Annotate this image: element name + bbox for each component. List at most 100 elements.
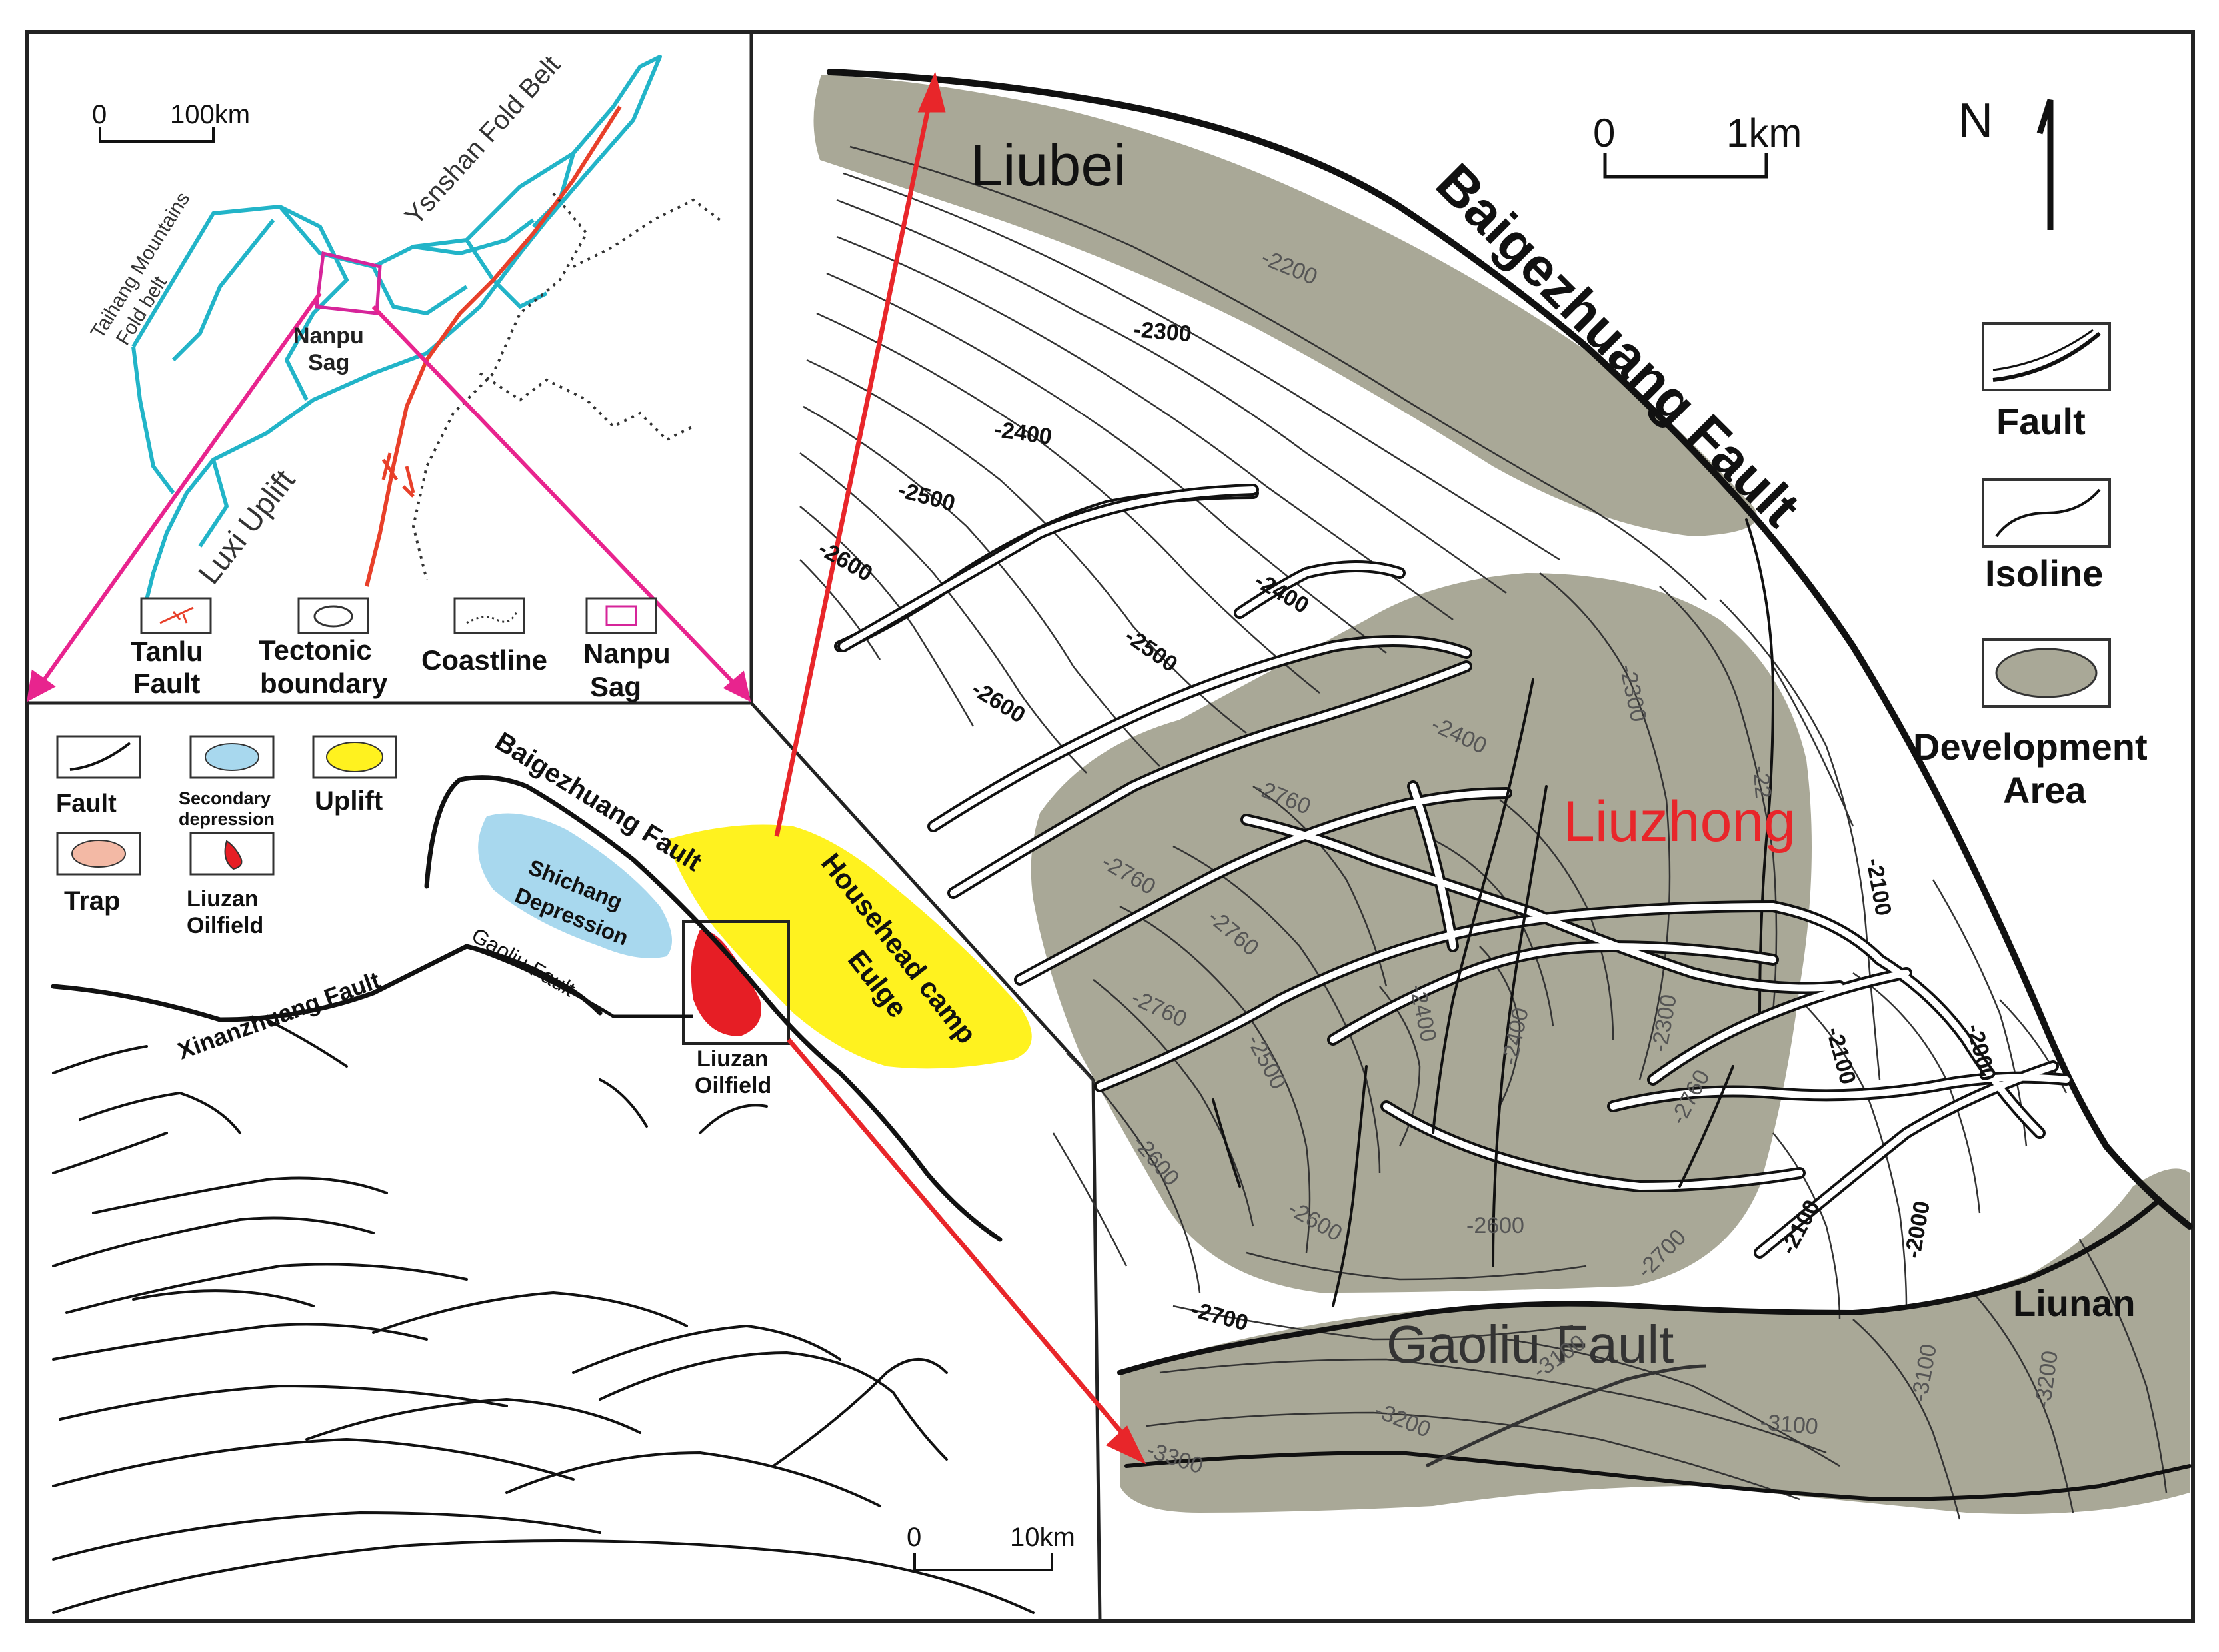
sag-scale-distance: 10km xyxy=(1010,1523,1075,1552)
legend-oilfield-icon xyxy=(224,840,243,870)
regional-inset: 0 100km xyxy=(27,50,751,702)
contour-label: -2000 xyxy=(1961,1021,2000,1084)
sag-scale-bar: 0 10km xyxy=(907,1523,1075,1571)
gaoliu-fault-inset-line xyxy=(466,944,693,1018)
contour-label: -2100 xyxy=(1861,856,1896,918)
sag-oilfield-label-line2: Oilfield xyxy=(695,1073,771,1098)
main-major-faults xyxy=(827,69,2193,1502)
legend-tectonic-symbol xyxy=(297,597,369,634)
contour-label: -22 xyxy=(1748,764,1776,799)
contour-label: -2700 xyxy=(1188,1297,1251,1336)
legend-coastline-symbol xyxy=(453,597,525,634)
legend-tectonic-line1: Tectonic xyxy=(259,634,372,666)
legend-sag-fault-label: Fault xyxy=(56,790,117,818)
nanpu-sag-outline xyxy=(315,251,382,315)
legend-uplift-label: Uplift xyxy=(315,786,383,816)
legend-nanpu-line2: Sag xyxy=(590,671,641,702)
main-pointer-arrows xyxy=(774,71,1146,1465)
liuzhong-label: Liuzhong xyxy=(1563,790,1796,854)
main-map: 0 1km N Fault Isoline Development Area L… xyxy=(774,69,2193,1520)
legend-tectonic-icon xyxy=(313,605,353,628)
regional-scale-zero: 0 xyxy=(92,100,107,129)
contour-label: -2500 xyxy=(895,477,958,516)
legend-secondary-icon xyxy=(205,743,259,771)
contour-label: -2600 xyxy=(967,676,1030,728)
legend-main-fault-icon xyxy=(1992,331,2101,382)
legend-sag-fault-symbol xyxy=(56,735,141,779)
main-scale-bar: 0 1km xyxy=(1593,111,1802,179)
regional-scale-distance: 100km xyxy=(170,100,250,129)
contour-label: -2300 xyxy=(1132,317,1192,347)
legend-sag-fault-icon xyxy=(69,742,131,771)
north-arrow-icon xyxy=(2036,99,2054,230)
legend-oilfield-line2: Oilfield xyxy=(187,913,263,938)
north-arrow: N xyxy=(1958,94,2054,230)
regional-legend: Tanlu Fault Tectonic boundary Coastline … xyxy=(131,597,671,702)
legend-nanpu-symbol xyxy=(585,597,657,634)
coastline xyxy=(411,192,721,580)
liubei-label: Liubei xyxy=(970,132,1126,198)
gaoliu-fault-label: Gaoliu Fault xyxy=(1386,1315,1674,1374)
liunan-label: Liunan xyxy=(2013,1282,2136,1324)
tanlu-fault-arrows xyxy=(381,452,415,498)
legend-isoline-label: Isoline xyxy=(1985,552,2103,594)
legend-trap-label: Trap xyxy=(64,886,120,916)
ysnshan-label: Ysnshan Fold Belt xyxy=(399,50,566,231)
legend-coastline-line1: Coastline xyxy=(421,644,547,676)
contour-label: -2100 xyxy=(1821,1024,1860,1087)
divider-sag-main xyxy=(750,702,1102,1622)
legend-tanlu-icon xyxy=(159,606,194,624)
main-scale-zero: 0 xyxy=(1593,111,1615,155)
gaoliu-fault-trace xyxy=(1117,1197,2162,1375)
liuzan-oilfield-box xyxy=(682,920,790,1045)
liubei-development-area xyxy=(813,75,1757,536)
sag-minor-faults xyxy=(52,1018,1035,1614)
main-legend: Fault Isoline Development Area xyxy=(1913,322,2148,811)
liunan-development-area xyxy=(1120,1168,2190,1514)
legend-uplift-icon xyxy=(326,742,383,772)
legend-development-icon xyxy=(1995,648,2098,698)
legend-coastline-icon xyxy=(466,611,518,624)
legend-isoline-icon xyxy=(1995,488,2101,538)
legend-secondary-line1: Secondary xyxy=(179,788,271,808)
sag-legend: Fault Secondary depression Uplift Trap L… xyxy=(56,735,397,938)
shichang-depression-area xyxy=(478,813,672,958)
sag-scale-zero: 0 xyxy=(907,1523,921,1552)
legend-development-line2: Area xyxy=(2003,769,2086,811)
regional-pointer-lines xyxy=(27,292,751,702)
main-scale-distance: 1km xyxy=(1726,111,1802,155)
legend-tectonic-line2: boundary xyxy=(260,668,388,699)
legend-tanlu-line1: Tanlu xyxy=(131,636,203,667)
luxi-uplift-label: Luxi Uplift xyxy=(191,463,301,590)
contour-label: -2000 xyxy=(1900,1199,1935,1260)
legend-oilfield-line1: Liuzan xyxy=(187,886,259,912)
nanpu-sag-label-line2: Sag xyxy=(308,350,349,375)
legend-tanlu-line2: Fault xyxy=(133,668,200,699)
legend-trap-icon xyxy=(71,840,126,868)
tanlu-fault-line xyxy=(365,105,622,587)
sag-gaoliu-label: Gaoliu Fault xyxy=(468,923,580,1001)
sag-major-faults xyxy=(51,775,1003,1242)
legend-nanpu-icon xyxy=(605,605,637,626)
contour-label: -2400 xyxy=(993,416,1053,450)
legend-development-line1: Development xyxy=(1913,726,2148,768)
baigezhuang-fault-trace xyxy=(827,69,2193,1230)
contour-label: -2600 xyxy=(814,536,877,586)
sag-oilfield-label-line1: Liuzan xyxy=(697,1046,769,1072)
nanpu-sag-label-line1: Nanpu xyxy=(293,323,364,349)
contour-label: -2500 xyxy=(1120,623,1182,677)
legend-nanpu-line1: Nanpu xyxy=(583,638,671,669)
figure-frame xyxy=(25,30,2195,1623)
sag-inset: Fault Secondary depression Uplift Trap L… xyxy=(51,726,1075,1614)
main-left-fault xyxy=(837,484,1259,652)
regional-scale-bar: 0 100km xyxy=(92,100,250,143)
tectonic-boundaries xyxy=(131,55,662,600)
contour-label: -3100 xyxy=(1759,1409,1819,1439)
legend-secondary-line2: depression xyxy=(179,809,275,829)
contour-label: -2600 xyxy=(1466,1213,1524,1238)
legend-main-fault-label: Fault xyxy=(1996,401,2086,442)
liunan-minor-fault xyxy=(1425,1364,1707,1468)
liuzan-oilfield-area xyxy=(691,930,761,1036)
househead-uplift-area xyxy=(667,824,1032,1069)
